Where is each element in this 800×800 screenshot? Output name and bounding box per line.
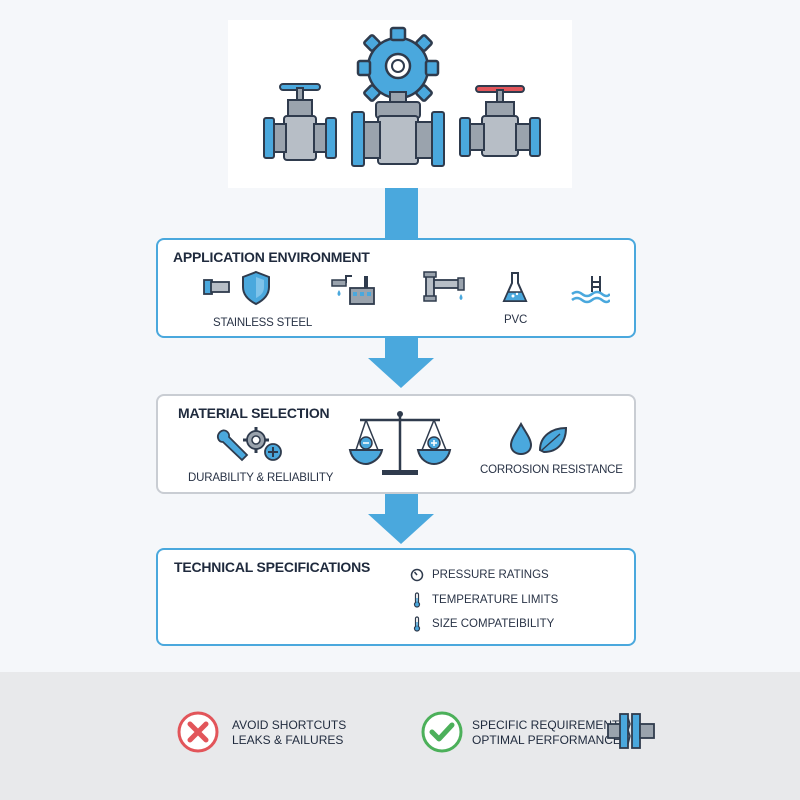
thermometer-icon — [413, 592, 421, 608]
spec-label: Pressure Ratings — [432, 569, 549, 581]
technical-specifications-card: Technical Specifications — [156, 548, 636, 646]
pipe-fitting-icon — [423, 271, 465, 302]
x-circle-icon — [177, 711, 219, 753]
footer-good-line2: Optimal Performance — [472, 733, 621, 747]
gear-icon — [356, 26, 440, 110]
center-valve-icon — [351, 26, 445, 167]
wrench-gear-icon — [216, 427, 282, 462]
right-valve-icon — [459, 85, 541, 157]
arrow-down-icon — [368, 494, 434, 544]
water-drop-icon — [509, 422, 533, 456]
connector-line-top — [385, 188, 418, 238]
spec-size-compatibility: Size Compateibility — [410, 616, 554, 632]
valves-graphic — [263, 26, 541, 167]
application-environment-card: Application Environment Stainless Steel … — [156, 238, 636, 338]
avoid-shortcuts-text: Avoid Shortcuts Leaks & Failures — [232, 718, 346, 748]
stainless-steel-label: Stainless Steel — [213, 317, 313, 329]
spec-label: Temperature Limits — [432, 594, 559, 606]
spec-temperature-limits: Temperature Limits — [410, 592, 558, 608]
material-selection-card: Material Selection Durability & Reliabil… — [156, 394, 636, 494]
pool-icon — [571, 276, 610, 304]
valves-illustration — [228, 20, 572, 188]
footer-good-line1: Specific Requirements — [472, 718, 628, 732]
industrial-plant-icon — [331, 275, 375, 305]
specific-requirements-text: Specific Requirements Optimal Performanc… — [472, 718, 627, 748]
thermometer-icon — [413, 616, 421, 632]
gauge-icon — [410, 568, 424, 582]
pvc-label: PVC — [504, 314, 528, 326]
check-circle-icon — [421, 711, 463, 753]
pipe-joint-icon — [607, 713, 655, 749]
spec-pressure-ratings: Pressure Ratings — [410, 568, 549, 582]
balance-scale-icon — [348, 411, 452, 475]
footer-comparison: Avoid Shortcuts Leaks & Failures Specifi… — [0, 672, 800, 800]
pipe-icon — [203, 279, 230, 295]
leaf-icon — [538, 426, 568, 454]
corrosion-label: Corrosion Resistance — [480, 464, 623, 476]
left-valve-icon — [263, 83, 337, 161]
section-title: Application Environment — [173, 249, 370, 265]
arrow-down-icon — [368, 336, 434, 388]
durability-label: Durability & Reliability — [188, 472, 334, 484]
shield-icon — [242, 270, 270, 306]
spec-label: Size Compateibility — [432, 618, 555, 630]
footer-bad-line1: Avoid Shortcuts — [232, 718, 347, 732]
section-title: Material Selection — [178, 405, 330, 421]
flask-icon — [502, 272, 528, 302]
footer-bad-line2: Leaks & Failures — [232, 733, 344, 747]
section-title: Technical Specifications — [174, 559, 371, 575]
